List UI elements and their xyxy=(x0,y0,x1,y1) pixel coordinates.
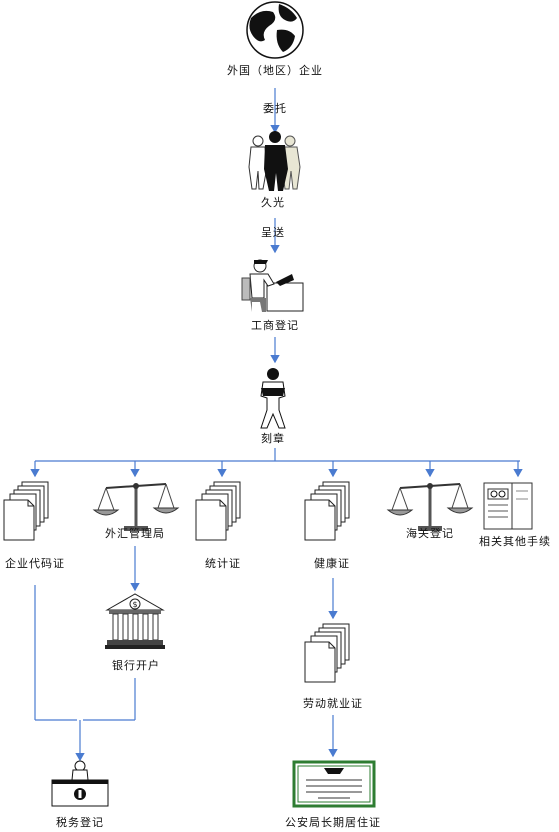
node-customs: 海关登记 xyxy=(406,527,454,540)
node-jiuguang: 久光 xyxy=(261,196,285,209)
documents-icon-health xyxy=(304,481,350,541)
edge-label-submit: 呈送 xyxy=(261,226,285,239)
server-icon xyxy=(483,482,533,530)
scales-icon-forex xyxy=(92,481,180,533)
node-org-code: 企业代码证 xyxy=(5,557,65,570)
node-residence-permit: 公安局长期居住证 xyxy=(285,816,381,829)
documents-icon-org-code xyxy=(3,481,49,541)
node-foreign-company: 外国（地区）企业 xyxy=(227,64,323,77)
office-worker-icon xyxy=(241,259,304,312)
person-icon xyxy=(260,368,286,429)
bank-icon: $ xyxy=(105,593,165,649)
documents-icon-labor xyxy=(304,623,350,683)
node-seal-carving: 刻章 xyxy=(261,432,285,445)
node-labor-permit: 劳动就业证 xyxy=(303,697,363,710)
tax-office-icon xyxy=(51,760,109,807)
connectors xyxy=(30,88,523,762)
edge-label-entrust: 委托 xyxy=(263,102,287,115)
node-bank-account: 银行开户 xyxy=(112,659,160,672)
node-tax-registration: 税务登记 xyxy=(56,816,104,829)
node-health: 健康证 xyxy=(314,557,350,570)
scales-icon-customs xyxy=(386,481,474,533)
globe-icon xyxy=(246,1,304,59)
people-icon xyxy=(248,131,301,191)
node-statistics: 统计证 xyxy=(205,557,241,570)
node-forex-bureau: 外汇管理局 xyxy=(105,527,165,540)
certificate-icon xyxy=(292,760,376,808)
svg-text:$: $ xyxy=(132,600,137,609)
documents-icon-statistics xyxy=(195,481,241,541)
node-other: 相关其他手续 xyxy=(479,535,551,548)
node-business-registration: 工商登记 xyxy=(251,319,299,332)
